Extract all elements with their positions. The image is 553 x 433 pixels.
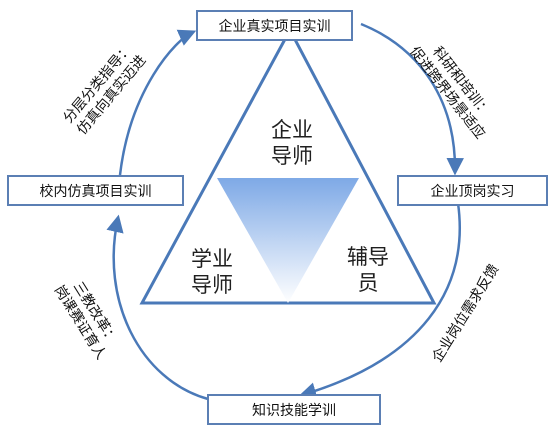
node-box-left — [7, 175, 184, 206]
arc-bottom-right — [298, 202, 461, 400]
role-counselor-line2: 员 — [358, 271, 379, 295]
funnel-shape — [217, 178, 359, 303]
arc-top-left — [118, 29, 197, 176]
node-right: 企业顶岗实习 — [431, 183, 515, 200]
node-top: 企业真实项目实训 — [219, 18, 331, 35]
arc-top-right — [360, 22, 464, 176]
role-counselor-line1: 辅导 — [347, 245, 389, 269]
node-bottom: 知识技能学训 — [252, 402, 336, 419]
node-box-top — [196, 10, 353, 41]
node-box-right — [397, 175, 548, 206]
arc-bottom-left — [106, 214, 209, 401]
role-academic-mentor-line1: 学业 — [191, 247, 233, 271]
arc-label-bottom-right: 企业岗位需求反馈 — [429, 261, 503, 365]
role-enterprise-mentor-line1: 企业 — [271, 118, 313, 142]
role-enterprise-mentor-line2: 导师 — [271, 144, 313, 168]
node-left: 校内仿真项目实训 — [40, 183, 152, 200]
node-box-bottom — [207, 394, 381, 425]
role-academic-mentor-line2: 导师 — [191, 273, 233, 297]
